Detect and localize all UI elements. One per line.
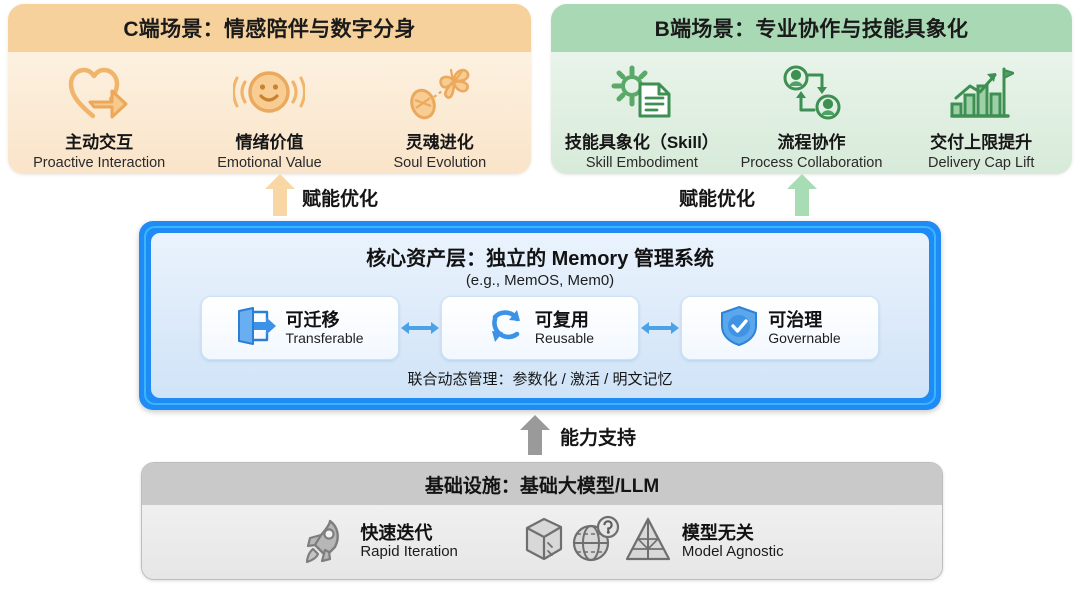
memory-card-text: 可复用 Reusable (535, 310, 594, 346)
llm-layer-title: 基础设施：基础大模型/LLM (424, 475, 660, 497)
feature-label-en: Skill Embodiment (585, 155, 698, 171)
arrow-label-enable-business: 赋能优化 (679, 189, 756, 210)
llm-item-text: 模型无关 Model Agnostic (682, 523, 784, 562)
memory-layer-footnote: 联合动态管理：参数化 / 激活 / 明文记忆 (407, 371, 673, 388)
bar-chart-flag-icon (948, 62, 1015, 124)
feature-skill-embodiment: 技能具象化（Skill） Skill Embodiment (557, 62, 727, 171)
memory-layer-surface: 核心资产层：独立的 Memory 管理系统 (e.g., MemOS, Mem0… (151, 233, 929, 398)
memory-card-label-cn: 可迁移 (285, 309, 340, 330)
rocket-icon (300, 515, 350, 570)
memory-card-governable[interactable]: 可治理 Governable (681, 296, 879, 360)
refresh-cycle-icon (486, 306, 526, 351)
memory-card-label-en: Reusable (534, 330, 595, 347)
arrow-label-capability-support: 能力支持 (560, 428, 637, 449)
feature-soul-evolution: 灵魂进化 Soul Evolution (355, 62, 525, 171)
feature-proactive-interaction: 主动交互 Proactive Interaction (14, 62, 184, 171)
llm-item-label-cn: 模型无关 (681, 522, 754, 543)
business-panel-body: 技能具象化（Skill） Skill Embodiment (551, 52, 1072, 174)
double-arrow-horizontal-icon-left (399, 320, 441, 336)
llm-item-model-agnostic: 模型无关 Model Agnostic (522, 515, 784, 570)
llm-model-icon-group (522, 515, 672, 570)
arrow-up-icon-to-business (787, 174, 817, 221)
memory-card-label-en: Transferable (285, 330, 364, 347)
llm-item-label-en: Model Agnostic (681, 543, 784, 561)
smiley-face-icon (233, 62, 306, 124)
llm-item-rapid-iteration: 快速迭代 Rapid Iteration (300, 515, 458, 570)
memory-layer-inner-ring: 核心资产层：独立的 Memory 管理系统 (e.g., MemOS, Mem0… (144, 226, 936, 405)
feature-label-en: Soul Evolution (393, 155, 487, 171)
gear-document-icon (607, 62, 677, 124)
feature-label-cn: 流程协作 (777, 133, 846, 152)
feature-label-en: Process Collaboration (740, 155, 883, 171)
feature-label-en: Proactive Interaction (33, 155, 166, 171)
consumer-panel-body: 主动交互 Proactive Interaction (8, 52, 531, 174)
feature-label-cn: 技能具象化（Skill） (564, 133, 719, 152)
business-scenario-panel: B端场景：专业协作与技能具象化 技能具象化（Skill） Sk (551, 4, 1072, 174)
llm-item-text: 快速迭代 Rapid Iteration (360, 523, 458, 562)
feature-emotional-value: 情绪价值 Emotional Value (184, 62, 354, 171)
feature-label-cn: 灵魂进化 (405, 133, 474, 152)
memory-card-reusable[interactable]: 可复用 Reusable (441, 296, 639, 360)
consumer-panel-title: C端场景：情感陪伴与数字分身 (123, 18, 416, 41)
shield-check-icon (719, 305, 759, 352)
memory-layer-title: 核心资产层：独立的 Memory 管理系统 (366, 248, 714, 270)
feature-label-cn: 交付上限提升 (930, 133, 1033, 152)
business-panel-header: B端场景：专业协作与技能具象化 (551, 4, 1072, 52)
memory-card-label-cn: 可治理 (768, 309, 823, 330)
llm-layer-header: 基础设施：基础大模型/LLM (142, 463, 942, 505)
open-door-exit-icon (236, 306, 277, 351)
feature-process-collaboration: 流程协作 Process Collaboration (727, 62, 897, 171)
double-arrow-horizontal-icon-right (639, 320, 681, 336)
memory-card-text: 可迁移 Transferable (285, 310, 363, 346)
llm-item-label-cn: 快速迭代 (360, 522, 433, 543)
butterfly-cocoon-icon (407, 62, 473, 124)
arrow-label-enable-consumer: 赋能优化 (302, 189, 379, 210)
two-persons-cycle-icon (776, 62, 848, 124)
infrastructure-llm-layer: 基础设施：基础大模型/LLM 快速迭代 Rapid Iteration (141, 462, 943, 580)
memory-capability-cards: 可迁移 Transferable (201, 296, 879, 360)
feature-label-cn: 情绪价值 (235, 133, 304, 152)
memory-card-transferable[interactable]: 可迁移 Transferable (201, 296, 399, 360)
feature-delivery-cap-lift: 交付上限提升 Delivery Cap Lift (896, 62, 1066, 171)
memory-card-label-cn: 可复用 (534, 309, 589, 330)
business-panel-title: B端场景：专业协作与技能具象化 (654, 18, 969, 41)
cube-icon (522, 515, 566, 570)
consumer-scenario-panel: C端场景：情感陪伴与数字分身 主动交互 Proactive Interactio… (8, 4, 531, 174)
arrow-up-icon-capability-support (520, 415, 550, 460)
pyramid-icon (624, 515, 672, 570)
llm-item-label-en: Rapid Iteration (360, 543, 458, 561)
consumer-panel-header: C端场景：情感陪伴与数字分身 (8, 4, 531, 52)
llm-layer-body: 快速迭代 Rapid Iteration (142, 505, 942, 579)
memory-card-label-en: Governable (768, 330, 841, 347)
feature-label-en: Emotional Value (217, 155, 322, 171)
memory-card-text: 可治理 Governable (768, 310, 840, 346)
feature-label-en: Delivery Cap Lift (927, 155, 1035, 171)
core-memory-layer: 核心资产层：独立的 Memory 管理系统 (e.g., MemOS, Mem0… (139, 221, 941, 410)
feature-label-cn: 主动交互 (65, 133, 134, 152)
globe-question-icon (570, 515, 620, 570)
heart-share-icon (68, 62, 130, 124)
memory-layer-subtitle: (e.g., MemOS, Mem0) (465, 272, 615, 289)
arrow-up-icon-to-consumer (265, 174, 295, 221)
